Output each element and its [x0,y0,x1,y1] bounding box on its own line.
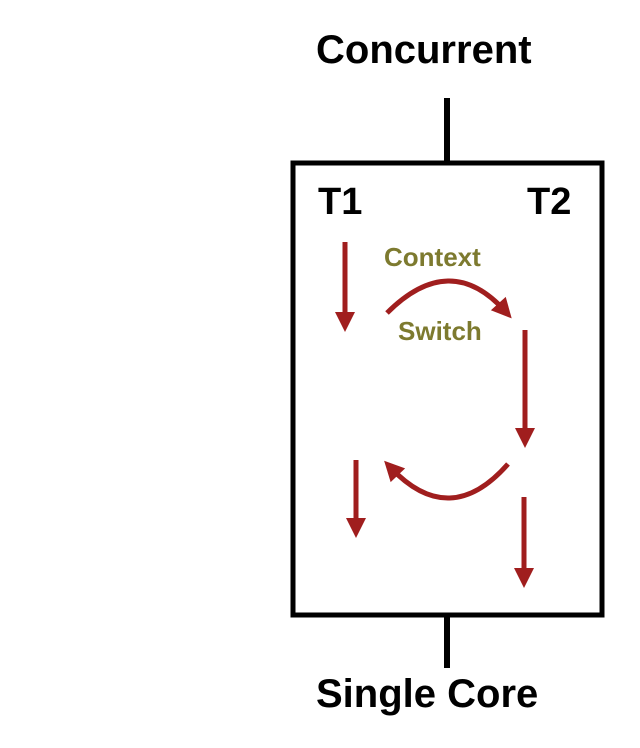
diagram-footer: Single Core [316,672,539,716]
thread-2-label: T2 [527,181,572,223]
single-core-box [290,160,605,618]
context-switch-arrow-2 [384,460,510,501]
context-switch-label-line1: Context [384,242,481,272]
diagram-title: Concurrent [316,28,532,72]
context-switch-label-line2: Switch [398,316,482,346]
thread-1-label: T1 [318,181,363,223]
context-switch-arrow-1 [385,278,512,319]
